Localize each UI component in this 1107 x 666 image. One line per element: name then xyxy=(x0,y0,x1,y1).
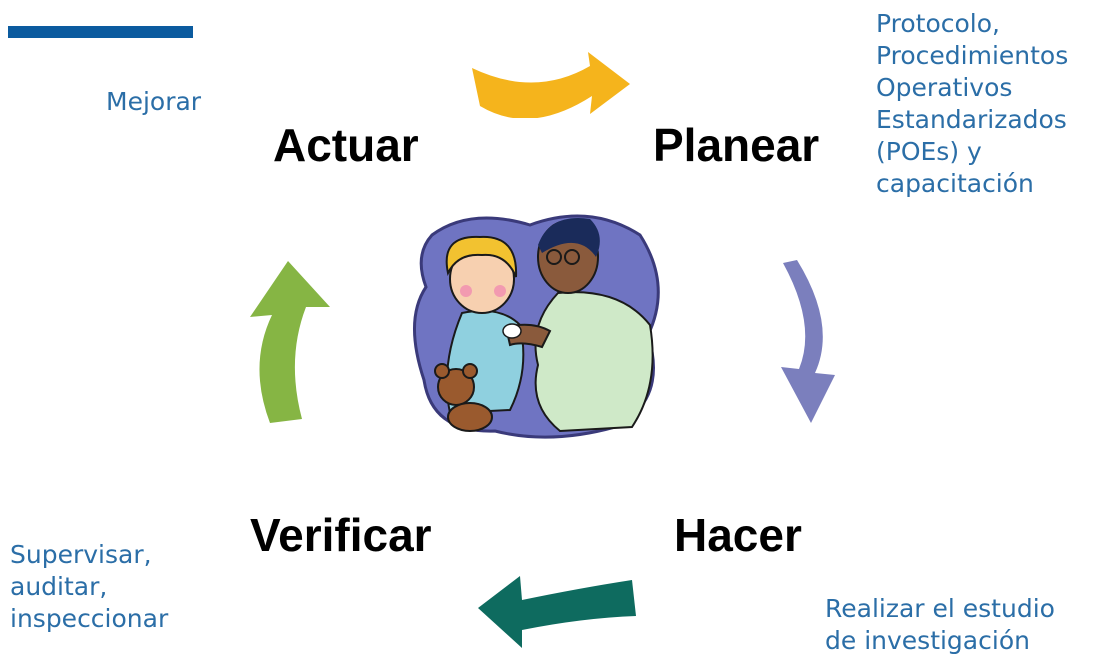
arrow-top-right xyxy=(472,52,630,118)
note-planear-line: Estandarizados xyxy=(876,105,1067,134)
note-hacer: Realizar el estudio de investigación xyxy=(825,593,1055,657)
note-planear-line: Operativos xyxy=(876,73,1013,102)
title-accent-bar xyxy=(8,26,193,38)
note-planear-line: (POEs) y xyxy=(876,137,982,166)
note-hacer-line: de investigación xyxy=(825,626,1030,655)
note-planear: Protocolo, Procedimientos Operativos Est… xyxy=(876,8,1068,200)
stage-verificar: Verificar xyxy=(250,509,432,561)
note-planear-line: Procedimientos xyxy=(876,41,1069,70)
note-mejorar: Mejorar xyxy=(106,87,202,116)
note-planear-line: Protocolo, xyxy=(876,9,1000,38)
arrow-up xyxy=(250,261,330,423)
arrow-down xyxy=(781,260,835,423)
note-verificar-line: auditar, xyxy=(10,572,108,601)
stage-hacer: Hacer xyxy=(674,509,802,561)
doctor-vaccinating-child-clipart xyxy=(413,214,660,439)
note-hacer-line: Realizar el estudio xyxy=(825,594,1055,623)
stage-actuar: Actuar xyxy=(273,119,419,171)
note-verificar: Supervisar, auditar, inspeccionar xyxy=(10,539,168,635)
note-verificar-line: inspeccionar xyxy=(10,604,169,633)
note-planear-line: capacitación xyxy=(876,169,1034,198)
stage-planear: Planear xyxy=(653,119,820,171)
note-verificar-line: Supervisar, xyxy=(10,540,152,569)
arrow-bottom-left xyxy=(478,576,636,648)
